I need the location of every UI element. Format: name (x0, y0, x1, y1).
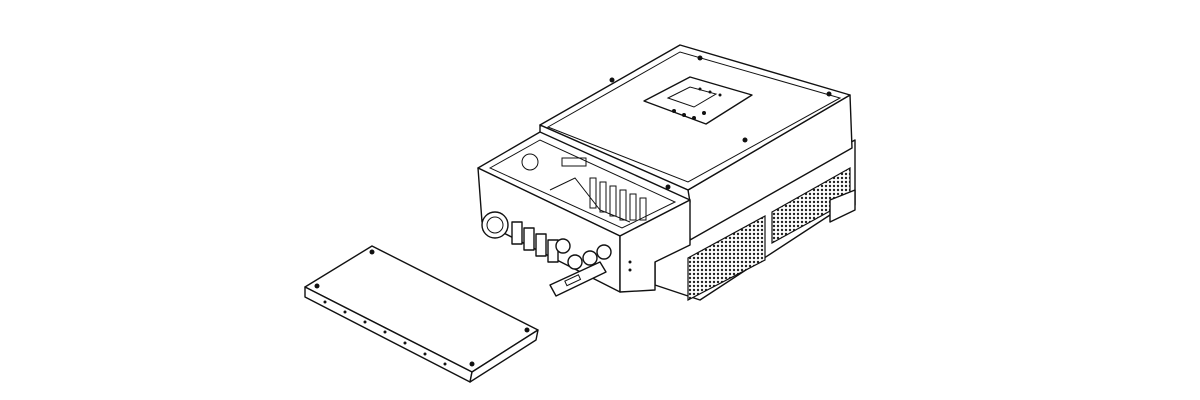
cable-connectors (481, 211, 612, 297)
inverter-body (477, 44, 856, 301)
wiring-cover-plate (304, 245, 539, 383)
status-leds (628, 260, 632, 272)
cover-screws (314, 249, 530, 367)
ventilation-grille-left (687, 214, 766, 301)
internal-components (521, 153, 647, 223)
lid-screws (609, 55, 832, 190)
display-panel (643, 76, 753, 125)
